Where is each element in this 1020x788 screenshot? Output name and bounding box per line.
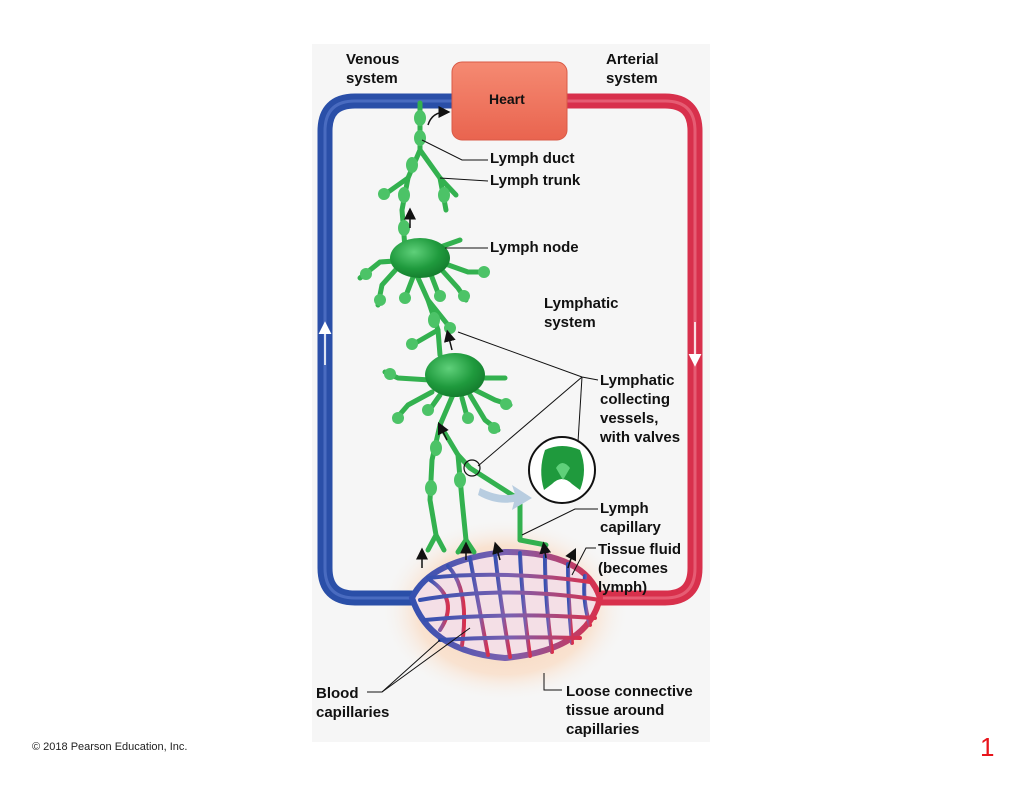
- collecting-vessels-label: Lymphatic collecting vessels, with valve…: [600, 372, 681, 446]
- lymph-duct-label: Lymph duct: [490, 150, 575, 167]
- tissue-flow-arrow-4: [539, 541, 552, 559]
- lymph-trunk-label: Lymph trunk: [490, 172, 581, 189]
- lymph-node-label: Lymph node: [490, 239, 579, 256]
- flow-arrows: [404, 106, 577, 569]
- arterial-system-label: Arterial system: [606, 51, 659, 87]
- tissue-flow-arrow-5: [565, 547, 577, 569]
- loose-connective-label: Loose connective tissue around capillari…: [566, 683, 693, 738]
- magnify-arrow: [478, 485, 532, 510]
- leader-lines: [367, 139, 599, 693]
- page-number: 1: [980, 732, 995, 762]
- lymph-valve-beads: [360, 110, 512, 496]
- lymph-node-upper: [390, 238, 450, 278]
- valve-circle-small: [463, 459, 481, 477]
- heart-entry-arrow: [427, 106, 451, 126]
- copyright-text: © 2018 Pearson Education, Inc.: [32, 741, 188, 753]
- lymphatic-system-label: Lymphatic system: [544, 295, 619, 331]
- lymph-flow-arrow-2: [443, 329, 456, 351]
- venous-system-label: Venous system: [346, 51, 400, 87]
- heart-label: Heart: [489, 91, 525, 107]
- lymph-capillary-label: Lymph capillary: [600, 500, 661, 536]
- heart-shape: [451, 61, 568, 141]
- tissue-flow-arrow-3: [492, 541, 504, 561]
- lymph-flow-arrow-3: [437, 421, 449, 441]
- lymph-node-lower: [425, 353, 485, 397]
- tissue-fluid-label: Tissue fluid (becomes lymph): [598, 541, 682, 596]
- blood-capillaries-label: Blood capillaries: [316, 685, 390, 721]
